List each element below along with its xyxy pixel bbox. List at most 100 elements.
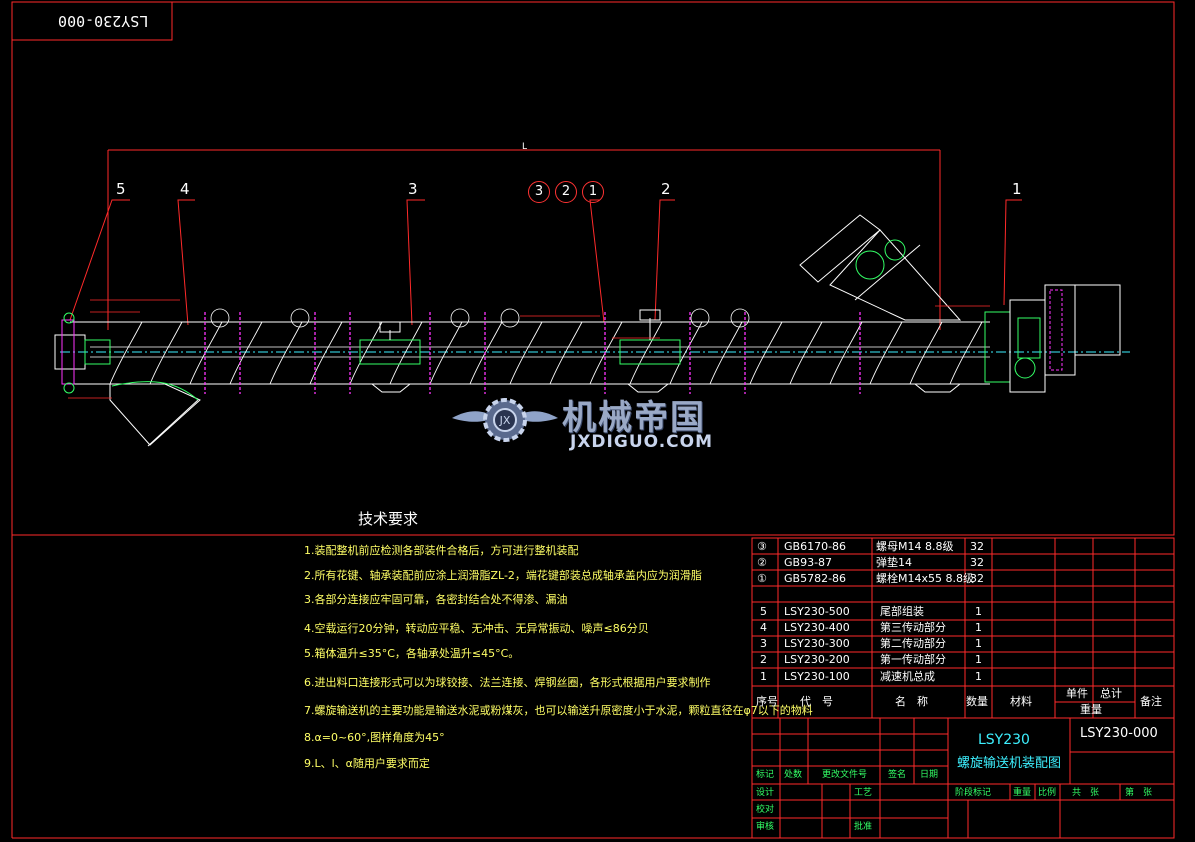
lid-clamp — [690, 308, 710, 328]
callout-leaders — [69, 199, 1022, 326]
label-check: 校对 — [756, 805, 775, 815]
inspection-lids — [210, 308, 750, 328]
bom-no: 3 — [760, 637, 767, 650]
label-change-doc: 更改文件号 — [822, 770, 868, 780]
screw-flight — [909, 321, 943, 385]
bom-code: LSY230-500 — [784, 605, 850, 618]
screw-flight — [349, 321, 383, 385]
bom-header-name: 名 称 — [895, 695, 928, 708]
drawing-number: LSY230-000 — [1080, 726, 1158, 741]
tech-req-item: 9.L、l、α随用户要求而定 — [304, 757, 430, 770]
label-review: 审核 — [756, 822, 775, 832]
screw-flights — [109, 321, 983, 385]
bom-header-remark: 备注 — [1140, 695, 1162, 708]
callout-1: 1 — [1012, 180, 1022, 198]
bom-no: ③ — [757, 540, 767, 553]
screw-flight — [309, 321, 343, 385]
bom-qty: 1 — [975, 621, 982, 634]
tech-req-item: 7.螺旋输送机的主要功能是输送水泥或粉煤灰，也可以输送升原密度小于水泥，颗粒直径… — [304, 704, 813, 717]
screw-flight — [709, 321, 743, 385]
bom-name: 减速机总成 — [880, 670, 935, 683]
screw-flight — [789, 321, 823, 385]
screw-flight — [509, 321, 543, 385]
label-count: 处数 — [784, 770, 803, 780]
dimension-marks — [68, 299, 990, 399]
lid-clamp — [500, 308, 520, 328]
label-sign: 签名 — [888, 770, 907, 780]
bom-qty: 1 — [975, 637, 982, 650]
bom-name: 第三传动部分 — [880, 621, 946, 634]
bom-name: 弹垫14 — [876, 556, 912, 569]
screw-flight — [389, 321, 423, 385]
bom-no: 4 — [760, 621, 767, 634]
bom-code: LSY230-400 — [784, 621, 850, 634]
screw-flight — [229, 321, 263, 385]
lid-clamp — [730, 308, 750, 328]
bom-qty: 1 — [975, 670, 982, 683]
label-process: 工艺 — [854, 788, 873, 798]
callout-4: 4 — [180, 180, 190, 198]
bom-header-material: 材料 — [1010, 695, 1032, 708]
label-sheet: 第 张 — [1125, 788, 1153, 798]
bom-code: GB6170-86 — [784, 540, 847, 553]
hanger-bearings — [359, 309, 681, 365]
label-stage: 阶段标记 — [955, 788, 992, 798]
lid-clamp — [210, 308, 230, 328]
outlet-chute — [109, 381, 201, 447]
lid-clamp — [290, 308, 310, 328]
bom-name: 螺母M14 8.8级 — [876, 540, 954, 553]
tech-req-item: 3.各部分连接应牢固可靠，各密封结合处不得渗、漏油 — [304, 593, 568, 606]
bom-table-lines — [751, 537, 1175, 839]
bom-qty: 32 — [970, 572, 984, 585]
bom-header-code: 代 号 — [800, 695, 833, 708]
bom-name: 第一传动部分 — [880, 653, 946, 666]
lid-clamp — [450, 308, 470, 328]
screw-flight — [429, 321, 463, 385]
screw-flight — [949, 321, 983, 385]
screw-flight — [669, 321, 703, 385]
tech-req-item: 4.空载运行20分钟，转动应平稳、无冲击、无异常振动、噪声≤86分贝 — [304, 622, 649, 635]
dimension-label-L: L — [522, 142, 528, 152]
inlet-hopper — [799, 214, 962, 321]
screw-flight — [149, 321, 183, 385]
screw-flight — [589, 321, 623, 385]
drawing-title: 螺旋输送机装配图 — [957, 756, 1062, 771]
bom-no: ① — [757, 572, 767, 585]
bom-header-unit: 单件 — [1066, 687, 1088, 700]
screw-flight — [109, 321, 143, 385]
bom-code: LSY230-300 — [784, 637, 850, 650]
bom-header-total: 总计 — [1100, 687, 1122, 700]
tube-flanges — [204, 312, 861, 394]
callout-2: 2 — [661, 180, 671, 198]
bom-qty: 32 — [970, 540, 984, 553]
screw-flight — [549, 321, 583, 385]
label-scale: 比例 — [1038, 788, 1057, 798]
label-design: 设计 — [756, 788, 775, 798]
screw-flight — [629, 321, 663, 385]
svg-text:JX: JX — [499, 414, 511, 427]
screw-flight — [749, 321, 783, 385]
bom-code: GB93-87 — [784, 556, 833, 569]
drive-unit — [984, 284, 1121, 393]
watermark-logo: JX 机械帝国 JXDIGUO.COM — [450, 388, 750, 458]
part-callout-1: 1 — [582, 181, 604, 203]
bom-name: 螺栓M14x55 8.8级 — [876, 572, 974, 585]
tech-req-item: 8.α=0~60°,图样角度为45° — [304, 731, 445, 744]
tech-req-title: 技术要求 — [358, 510, 419, 528]
label-approve: 批准 — [854, 822, 873, 832]
label-weight: 重量 — [1013, 788, 1032, 798]
drawing-code-rotated: LSY230-000 — [58, 12, 149, 30]
tail-end — [54, 312, 111, 394]
bom-qty: 1 — [975, 605, 982, 618]
bom-no: 5 — [760, 605, 767, 618]
part-callout-3: 3 — [528, 181, 550, 203]
bom-qty: 1 — [975, 653, 982, 666]
model-number: LSY230 — [978, 732, 1030, 748]
bom-name: 第二传动部分 — [880, 637, 946, 650]
gear-wings-icon: JX — [452, 398, 558, 442]
label-date: 日期 — [920, 770, 939, 780]
dimension-L — [107, 149, 941, 330]
screw-flight — [869, 321, 903, 385]
screw-flight — [269, 321, 303, 385]
